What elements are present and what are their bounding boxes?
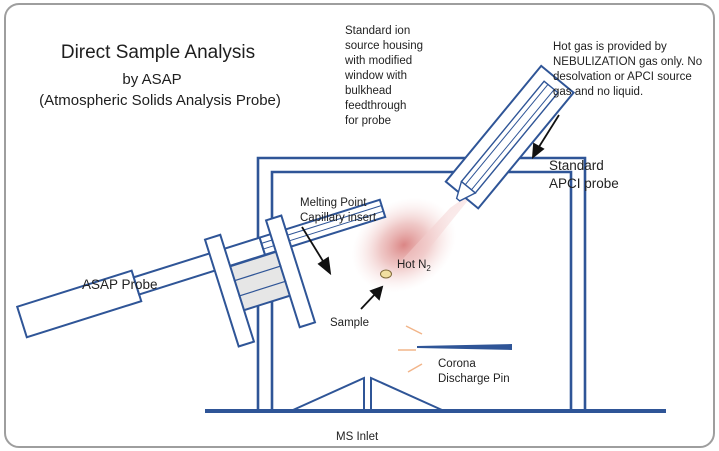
melting-point-label: Melting Point Capillary insert	[300, 197, 377, 224]
hot-gas-plume	[351, 197, 457, 293]
diagram-subtitle: by ASAP	[122, 71, 182, 88]
sample-label: Sample	[330, 317, 369, 329]
gas-spray	[400, 188, 478, 270]
hot-n2-subscript: 2	[426, 264, 431, 273]
asap-probe-body	[15, 198, 387, 339]
discharge-sparks	[398, 325, 423, 373]
hot-n2-text: Hot N	[397, 259, 427, 271]
corona-label: Corona Discharge Pin	[438, 358, 510, 385]
diagram-subtitle-asap: (Atmospheric Solids Analysis Probe)	[39, 92, 281, 109]
corona-discharge-pin	[417, 344, 512, 350]
housing-label: Standard ion source housing with modifie…	[345, 25, 423, 127]
ms-inlet-label: MS Inlet	[336, 431, 379, 443]
hot-n2-label: Hot N2	[397, 258, 447, 276]
hot-gas-label: Hot gas is provided by NEBULIZATION gas …	[553, 41, 703, 98]
apci-probe-label: Standard APCI probe	[549, 158, 619, 191]
apci-probe	[444, 64, 576, 210]
probe-flange	[203, 214, 317, 348]
sample-tip	[380, 269, 392, 279]
ms-inlet-cone	[292, 376, 443, 411]
annotation-arrows	[301, 114, 560, 310]
diagram-title: Direct Sample Analysis	[60, 42, 256, 63]
asap-probe-label: ASAP Probe	[82, 277, 158, 292]
